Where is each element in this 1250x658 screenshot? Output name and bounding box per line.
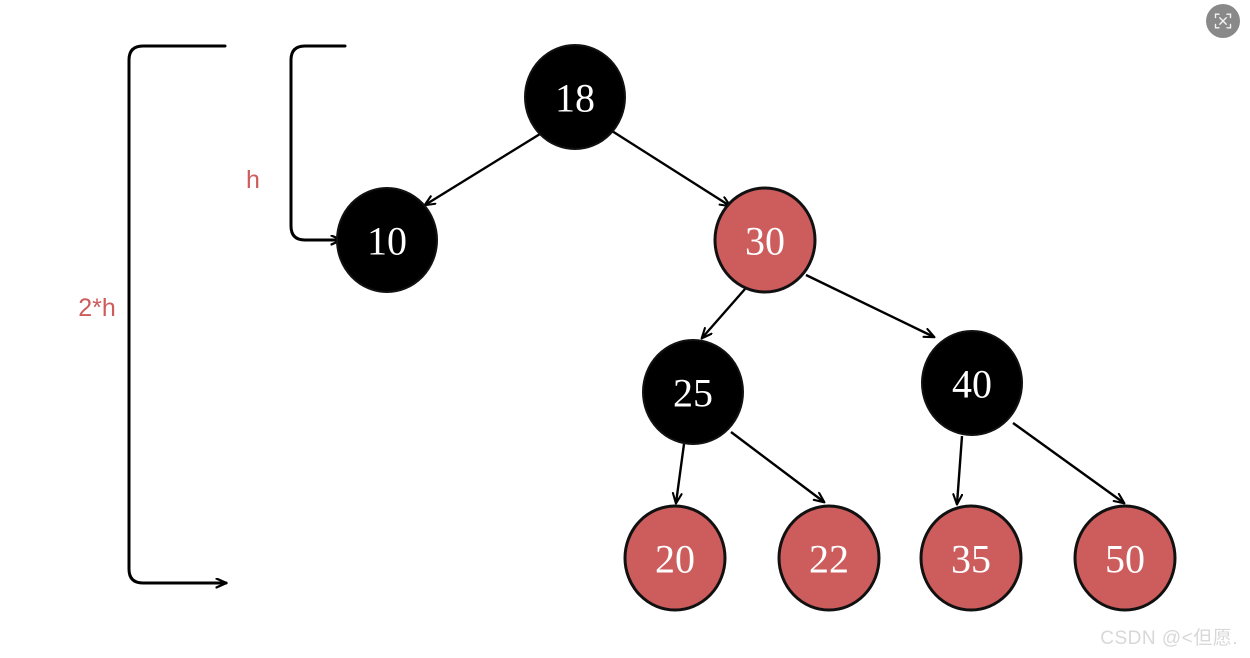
node-label-10: 10 — [367, 219, 407, 264]
node-circle-30 — [713, 186, 817, 294]
node-circle-50 — [1073, 504, 1177, 612]
tree-edge-n40-to-n50 — [1012, 422, 1124, 503]
tree-nodes: 18 10 30 25 40 20 22 35 50 — [336, 44, 1177, 612]
annotation-bracket-2h: 2*h — [78, 44, 226, 583]
tree-edge-n25-to-n22 — [730, 431, 824, 502]
node-circle-25 — [642, 339, 744, 445]
tree-edges — [425, 129, 1124, 504]
bracket-label-h: h — [246, 166, 260, 194]
tree-edge-n30-to-n25 — [702, 288, 746, 338]
node-circle-10 — [336, 187, 438, 293]
node-label-22: 22 — [809, 537, 849, 582]
node-circle-18 — [524, 44, 626, 150]
tree-node-35[interactable]: 35 — [919, 504, 1023, 612]
tree-node-18[interactable]: 18 — [524, 44, 626, 150]
node-label-40: 40 — [952, 362, 992, 407]
tree-node-20[interactable]: 20 — [623, 504, 727, 612]
node-label-50: 50 — [1105, 537, 1145, 582]
scan-crop-x-glyph — [1214, 13, 1232, 29]
node-circle-40 — [921, 330, 1023, 436]
node-label-35: 35 — [951, 537, 991, 582]
tree-node-40[interactable]: 40 — [921, 330, 1023, 436]
tree-edge-n30-to-n40 — [805, 273, 934, 337]
tree-node-30[interactable]: 30 — [713, 186, 817, 294]
tree-node-22[interactable]: 22 — [777, 504, 881, 612]
csdn-watermark: CSDN @<但愿. — [1100, 628, 1238, 649]
tree-edge-n18-to-n30 — [611, 129, 730, 206]
scan-crop-x-icon[interactable] — [1206, 4, 1240, 38]
node-circle-35 — [919, 504, 1023, 612]
tree-edge-n18-to-n10 — [425, 132, 541, 205]
annotation-bracket-h: h — [246, 44, 347, 240]
node-circle-22 — [777, 504, 881, 612]
tree-node-25[interactable]: 25 — [642, 339, 744, 445]
tree-edge-n40-to-n35 — [957, 435, 964, 504]
node-circle-20 — [623, 504, 727, 612]
node-label-18: 18 — [555, 76, 595, 121]
tree-node-10[interactable]: 10 — [336, 187, 438, 293]
node-label-25: 25 — [673, 371, 713, 416]
bracket-label-2h: 2*h — [78, 294, 116, 322]
tree-node-50[interactable]: 50 — [1073, 504, 1177, 612]
tree-edge-n25-to-n20 — [676, 443, 686, 503]
node-label-30: 30 — [745, 219, 785, 264]
node-label-20: 20 — [655, 537, 695, 582]
